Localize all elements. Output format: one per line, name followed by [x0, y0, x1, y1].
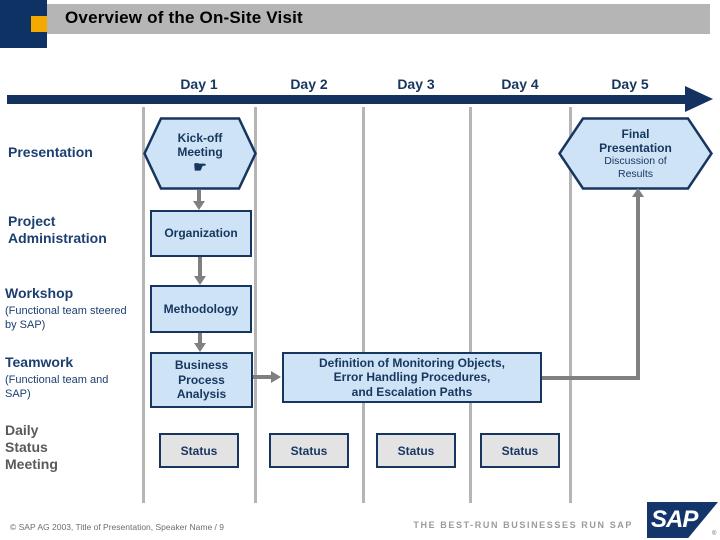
column-divider — [569, 107, 572, 503]
arrowhead-down-icon — [194, 343, 206, 352]
bpa-label-line: Business — [174, 358, 229, 373]
status-box-day4: Status — [480, 433, 560, 468]
arrowhead-down-icon — [194, 276, 206, 285]
sap-logo-text: SAP — [651, 506, 698, 533]
row-label-line: Status — [5, 439, 48, 456]
row-label-teamwork: Teamwork — [5, 354, 74, 370]
final-label-line: Presentation — [599, 140, 672, 155]
connector-organization-to-methodology — [198, 257, 202, 277]
hexagon-shape — [558, 117, 713, 190]
column-divider — [362, 107, 365, 503]
status-box-day3: Status — [376, 433, 456, 468]
footer-copyright: © SAP AG 2003, Title of Presentation, Sp… — [10, 522, 225, 532]
column-divider — [254, 107, 257, 503]
footer-tagline: THE BEST-RUN BUSINESSES RUN SAP — [413, 520, 633, 530]
final-label-line: Final — [621, 126, 650, 141]
connector-kickoff-to-organization — [197, 190, 201, 203]
day-label-5: Day 5 — [611, 76, 649, 92]
timeline-bar — [7, 95, 688, 104]
day-label-3: Day 3 — [397, 76, 435, 92]
day-label-1: Day 1 — [180, 76, 218, 92]
connector-definition-horizontal — [542, 376, 640, 380]
definition-label-line: Error Handling Procedures, — [333, 370, 491, 385]
row-sublabel-workshop: (Functional team steered by SAP) — [5, 305, 127, 331]
row-label-line: Meeting — [5, 456, 58, 473]
kickoff-meeting-hexagon: Kick-off Meeting ☛ — [143, 117, 257, 190]
connector-methodology-to-bpa — [198, 333, 202, 344]
pointing-hand-icon: ☛ — [193, 158, 207, 176]
row-label-daily-status-meeting: Daily Status Meeting — [5, 422, 58, 473]
status-box-day2: Status — [269, 433, 349, 468]
header-orange-square — [31, 16, 47, 32]
row-sublabel-teamwork: (Functional team and SAP) — [5, 374, 109, 400]
final-sublabel: Discussion of Results — [604, 155, 667, 180]
registered-trademark-icon: ® — [712, 531, 717, 537]
page-title: Overview of the On-Site Visit — [65, 8, 303, 27]
arrowhead-up-icon — [632, 188, 644, 197]
definition-label-line: Definition of Monitoring Objects, — [319, 355, 505, 370]
connector-definition-to-final-vertical — [636, 196, 640, 380]
row-label-line: Daily — [5, 422, 39, 438]
kickoff-label-line: Kick-off — [177, 130, 223, 145]
final-presentation-hexagon: Final Presentation Discussion of Results — [558, 117, 713, 190]
organization-box: Organization — [150, 210, 252, 257]
kickoff-label-line: Meeting — [177, 145, 223, 160]
column-divider — [469, 107, 472, 503]
arrowhead-down-icon — [193, 201, 205, 210]
hexagon-shape — [143, 117, 257, 190]
row-label-workshop: Workshop — [5, 285, 74, 301]
day-label-2: Day 2 — [290, 76, 328, 92]
row-label-line: Administration — [8, 230, 107, 247]
status-box-day1: Status — [159, 433, 239, 468]
row-label-presentation: Presentation — [8, 144, 93, 160]
sap-logo: SAP — [647, 502, 718, 538]
arrowhead-right-icon — [271, 371, 281, 383]
definition-box: Definition of Monitoring Objects, Error … — [282, 352, 542, 403]
column-divider — [142, 107, 145, 503]
methodology-box: Methodology — [150, 285, 252, 333]
definition-label-line: and Escalation Paths — [351, 384, 473, 399]
row-label-project-administration: Project Administration — [8, 213, 107, 247]
bpa-label-line: Process — [178, 372, 225, 387]
day-label-4: Day 4 — [501, 76, 539, 92]
timeline-arrowhead-icon — [685, 86, 713, 112]
header-title-bar — [47, 4, 710, 34]
bpa-label-line: Analysis — [176, 387, 227, 402]
connector-bpa-to-definition — [253, 375, 272, 379]
business-process-analysis-box: Business Process Analysis — [150, 352, 253, 408]
row-label-line: Project — [8, 213, 56, 229]
